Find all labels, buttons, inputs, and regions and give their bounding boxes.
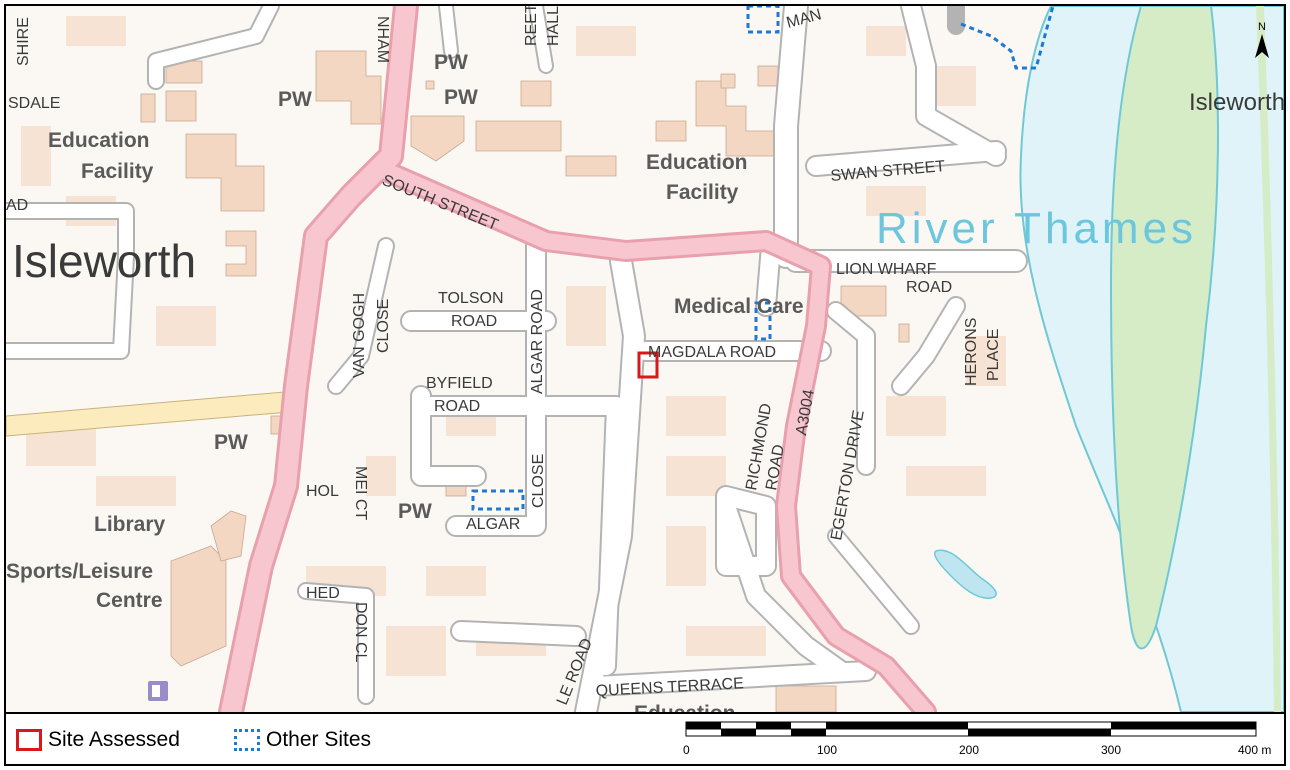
label-pw: PW [398, 500, 432, 523]
other-site-algar[interactable] [471, 489, 525, 511]
label-isleworth: Isleworth [12, 235, 196, 287]
label-pw: PW [278, 88, 312, 111]
label-pw: PW [214, 431, 248, 454]
street-herons-place: PLACE [985, 329, 1002, 381]
river-bank-right [1256, 6, 1281, 712]
main-roads-fill [221, 6, 934, 712]
street-byfield: BYFIELD [426, 375, 493, 392]
scale-bar-segments [685, 721, 1257, 737]
minor-roads-fill [6, 6, 1026, 712]
map-svg: PW PW PW PW PW Education Facility Educat… [6, 6, 1284, 712]
street-van-gogh: VAN GOGH [351, 293, 368, 378]
street-lion-wharf-road: ROAD [906, 279, 952, 296]
street-algar-road: ALGAR ROAD [529, 289, 546, 394]
label-medical-care: Medical Care [674, 295, 804, 318]
other-site-magdala[interactable] [754, 301, 772, 341]
label-library: Library [94, 513, 166, 536]
map-frame: PW PW PW PW PW Education Facility Educat… [4, 4, 1286, 766]
fuel-station-icon [148, 681, 168, 701]
legend-label-other-sites: Other Sites [266, 728, 372, 751]
legend-label-site-assessed: Site Assessed [48, 728, 180, 751]
label-pw: PW [444, 86, 478, 109]
label-facility: Facility [666, 181, 739, 204]
street-hall: HALL [545, 6, 562, 46]
scale-tick-300: 300 [1101, 743, 1121, 757]
label-sports: Sports/Leisure [6, 560, 153, 583]
legend-item-other-sites: Other Sites [234, 728, 371, 752]
street-algar-close: ALGAR [466, 516, 520, 533]
buildings [140, 50, 910, 712]
street-herons: HERONS [963, 318, 980, 386]
island [1109, 6, 1219, 650]
scale-tick-400: 400 m [1238, 743, 1271, 757]
street-sdale: SDALE [8, 95, 60, 112]
map-canvas[interactable]: PW PW PW PW PW Education Facility Educat… [6, 6, 1284, 714]
street-byfield-road: ROAD [434, 398, 480, 415]
street-shire: SHIRE [15, 17, 32, 66]
label-education: Education [48, 129, 150, 152]
site-assessed-symbol [16, 729, 42, 751]
label-education: Education [634, 702, 736, 712]
street-twickenham: NHAM [374, 16, 391, 63]
label-facility: Facility [81, 160, 154, 183]
scale-bar: 0 100 200 300 400 m [683, 721, 1271, 757]
street-magdala-road: MAGDALA ROAD [648, 344, 776, 361]
north-arrow-icon: N [1255, 21, 1269, 58]
label-pw: PW [434, 51, 468, 74]
street-reet: REET [523, 6, 540, 46]
label-river-thames: River Thames [876, 204, 1197, 253]
pond [934, 549, 997, 599]
other-site-riverside[interactable] [960, 6, 1055, 70]
street-hedon: HED [306, 585, 340, 602]
other-sites-symbol [234, 729, 260, 751]
site-assessed-marker[interactable] [637, 351, 659, 379]
label-education: Education [646, 151, 748, 174]
svg-text:N: N [1258, 21, 1266, 33]
scale-tick-0: 0 [683, 743, 690, 757]
street-van-gogh-close: CLOSE [375, 299, 392, 353]
label-isleworth-east: Isleworth [1189, 89, 1284, 116]
street-ad: AD [6, 197, 28, 214]
scale-tick-200: 200 [959, 743, 979, 757]
scale-tick-100: 100 [817, 743, 837, 757]
street-algar-close-2: CLOSE [530, 454, 547, 508]
label-centre: Centre [96, 589, 163, 612]
street-tolson: TOLSON [438, 290, 504, 307]
street-hol: HOL [306, 483, 339, 500]
street-tolson-road: ROAD [451, 313, 497, 330]
street-mei-ct: MEI CT [352, 466, 369, 520]
other-sites-markers [471, 6, 1055, 511]
legend-item-site-assessed: Site Assessed [16, 728, 180, 752]
other-site-north[interactable] [746, 6, 780, 34]
street-hedon-close: DON CL [352, 602, 369, 663]
legend: Site Assessed Other Sites 0 100 200 [6, 714, 1284, 764]
street-lion-wharf: LION WHARF [836, 261, 937, 278]
